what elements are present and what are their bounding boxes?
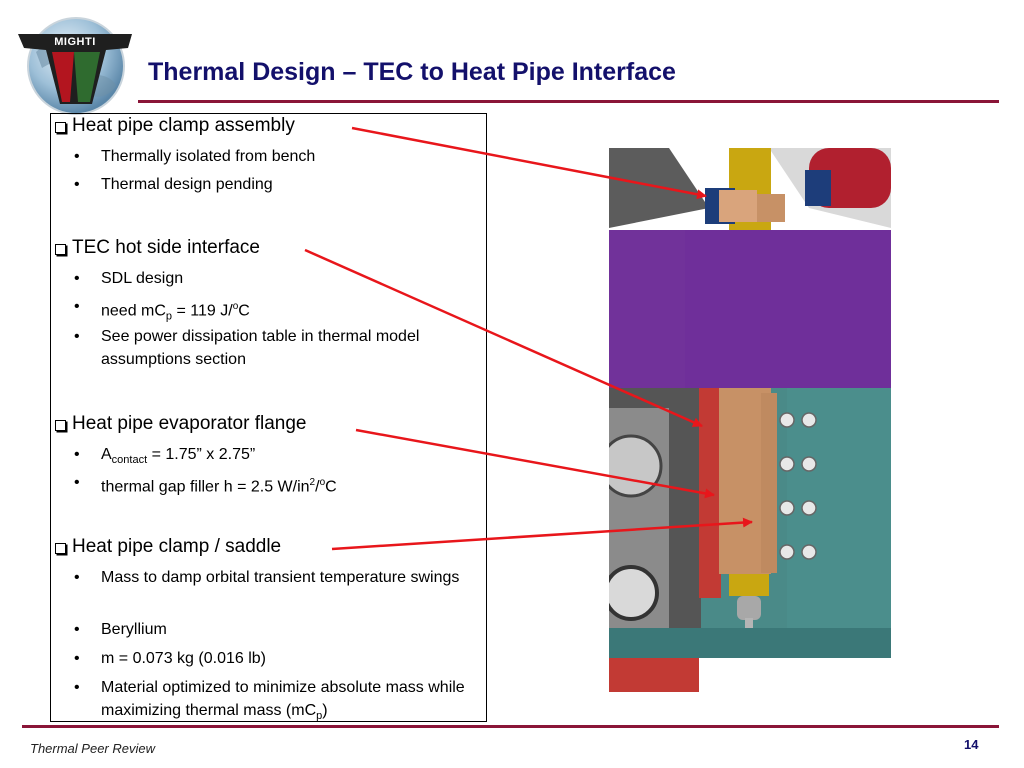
footer-rule: [22, 725, 999, 728]
slide-title: Thermal Design – TEC to Heat Pipe Interf…: [148, 58, 676, 86]
heat-pipe-cad-image: [609, 148, 891, 692]
checkbox-icon: [55, 121, 66, 133]
section-heading: Heat pipe clamp assembly: [53, 115, 295, 137]
checkbox-icon: [55, 542, 66, 554]
checkbox-icon: [55, 243, 66, 255]
section-heading: Heat pipe clamp / saddle: [53, 536, 281, 558]
section-heading: TEC hot side interface: [53, 237, 260, 259]
title-rule: [138, 100, 999, 103]
logo-text: MIGHTI: [54, 36, 96, 48]
checkbox-icon: [55, 419, 66, 431]
mighti-logo: MIGHTI: [18, 17, 132, 115]
footer-text: Thermal Peer Review: [30, 741, 155, 756]
section-heading: Heat pipe evaporator flange: [53, 413, 307, 435]
page-number: 14: [964, 737, 979, 752]
